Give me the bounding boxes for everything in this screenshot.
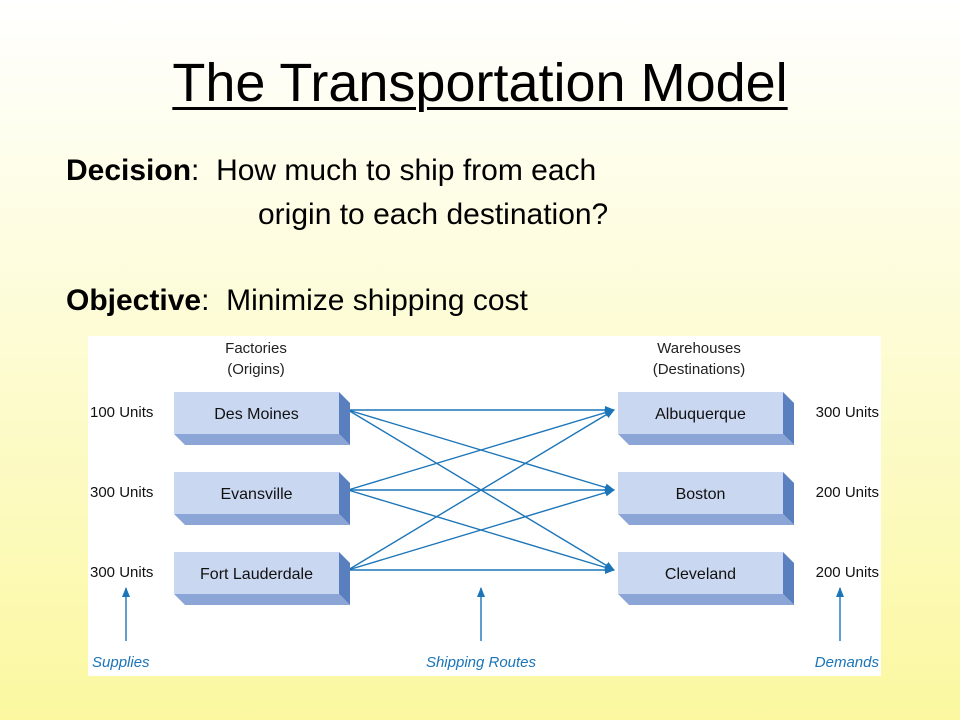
objective-text: Minimize shipping cost [226,284,528,317]
decision-line-1: Decision: How much to ship from each [66,154,597,187]
destination-box-0-bottom [618,434,794,445]
route-1-0 [347,408,615,491]
destination-box-1-bottom [618,514,794,525]
demands-label: Demands [815,654,880,671]
origins-header-2: (Origins) [227,361,285,378]
origin-box-2-label: Fort Lauderdale [200,566,313,583]
origin-box-0-side [339,392,350,445]
demand-label-2: 200 Units [816,564,879,581]
origin-box-1-face [174,472,339,514]
supply-label-0: 100 Units [90,404,153,421]
origin-box-1-side [339,472,350,525]
origins-header-1: Factories [225,340,287,357]
supplies-label: Supplies [92,654,150,671]
origin-box-2-side [339,552,350,605]
destination-box-0-side [783,392,794,445]
route-2-0 [347,409,615,571]
origin-box-2-face [174,552,339,594]
shipping-routes-label: Shipping Routes [426,654,537,671]
origin-box-1-label: Evansville [220,486,292,503]
destinations-header-1: Warehouses [657,340,741,357]
destination-box-2-face [618,552,783,594]
supply-label-1: 300 Units [90,484,153,501]
destination-box-0: Albuquerque [618,392,794,445]
diagram-svg: Factories (Origins) Warehouses (Destinat… [90,340,880,671]
destination-box-2-bottom [618,594,794,605]
origin-box-1-bottom [174,514,350,525]
supply-label-2: 300 Units [90,564,153,581]
destination-box-1-side [783,472,794,525]
origin-box-2: Fort Lauderdale [174,552,350,605]
shipping-routes [347,406,615,574]
demand-label-1: 200 Units [816,484,879,501]
destination-box-0-face [618,392,783,434]
route-2-1 [347,488,615,571]
origin-box-0-bottom [174,434,350,445]
destination-box-1-face [618,472,783,514]
decision-label: Decision [66,154,192,187]
destinations-header-2: (Destinations) [653,361,746,378]
destination-box-2: Cleveland [618,552,794,605]
slide-title: The Transportation Model [172,53,788,113]
destination-box-1-label: Boston [676,486,726,503]
destination-box-1: Boston [618,472,794,525]
origin-box-0: Des Moines [174,392,350,445]
destination-box-2-label: Cleveland [665,566,736,583]
destination-box-0-label: Albuquerque [655,406,746,423]
origin-box-0-label: Des Moines [214,406,298,423]
destination-box-2-side [783,552,794,605]
origin-box-1: Evansville [174,472,350,525]
decision-text-2: origin to each destination? [258,198,609,231]
objective-label: Objective [66,284,202,317]
demand-label-0: 300 Units [816,404,879,421]
objective-line: Objective: Minimize shipping cost [66,284,528,317]
origin-box-2-bottom [174,594,350,605]
decision-text-1: How much to ship from each [216,154,597,187]
transportation-diagram: Factories (Origins) Warehouses (Destinat… [88,336,881,676]
origin-box-0-face [174,392,339,434]
